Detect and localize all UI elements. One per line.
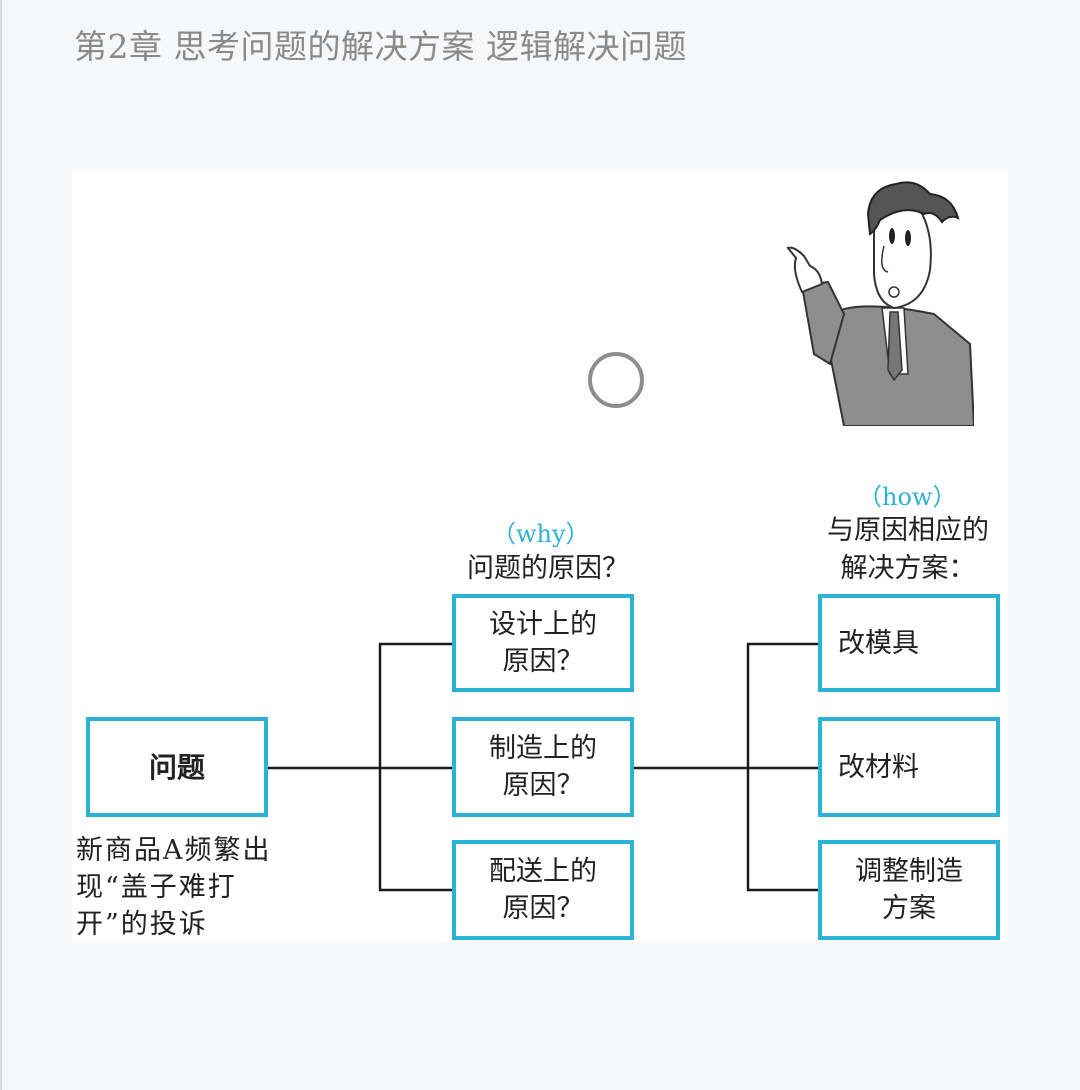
circle-icon <box>588 352 644 408</box>
problem-label: 问题 <box>148 750 205 784</box>
cause-label: 制造上的 原因？ <box>489 733 597 801</box>
page-edge <box>0 0 2 1090</box>
cause-label: 配送上的 原因？ <box>489 856 597 924</box>
how-tag: （how） <box>858 483 957 511</box>
problem-caption: 新商品A频繁出现“盖子难打开”的投诉 <box>76 835 272 940</box>
solution-label: 改模具 <box>838 627 919 659</box>
why-heading: 问题的原因？ <box>467 553 629 584</box>
pointing-businessman-icon <box>786 181 974 426</box>
cause-label: 设计上的 原因？ <box>489 609 597 677</box>
solution-box-material: 改材料 <box>818 717 1000 817</box>
cause-box-delivery: 配送上的 原因？ <box>452 840 634 940</box>
logic-tree-figure: 问题 新商品A频繁出现“盖子难打开”的投诉 （why） 问题的原因？ 设计上的 … <box>72 170 1008 942</box>
tree-connectors <box>266 642 822 892</box>
why-tag: （why） <box>492 520 590 548</box>
solution-box-process: 调整制造 方案 <box>818 840 1000 940</box>
problem-box: 问题 <box>86 717 268 817</box>
solution-label: 改材料 <box>838 751 919 783</box>
solution-box-mold: 改模具 <box>818 594 1000 692</box>
cause-box-manufacturing: 制造上的 原因？ <box>452 717 634 817</box>
solution-label: 调整制造 方案 <box>855 856 963 924</box>
how-heading: 与原因相应的 解决方案： <box>827 515 989 584</box>
cause-box-design: 设计上的 原因？ <box>452 594 634 692</box>
chapter-title: 第2章 思考问题的解决方案 逻辑解决问题 <box>74 27 687 66</box>
